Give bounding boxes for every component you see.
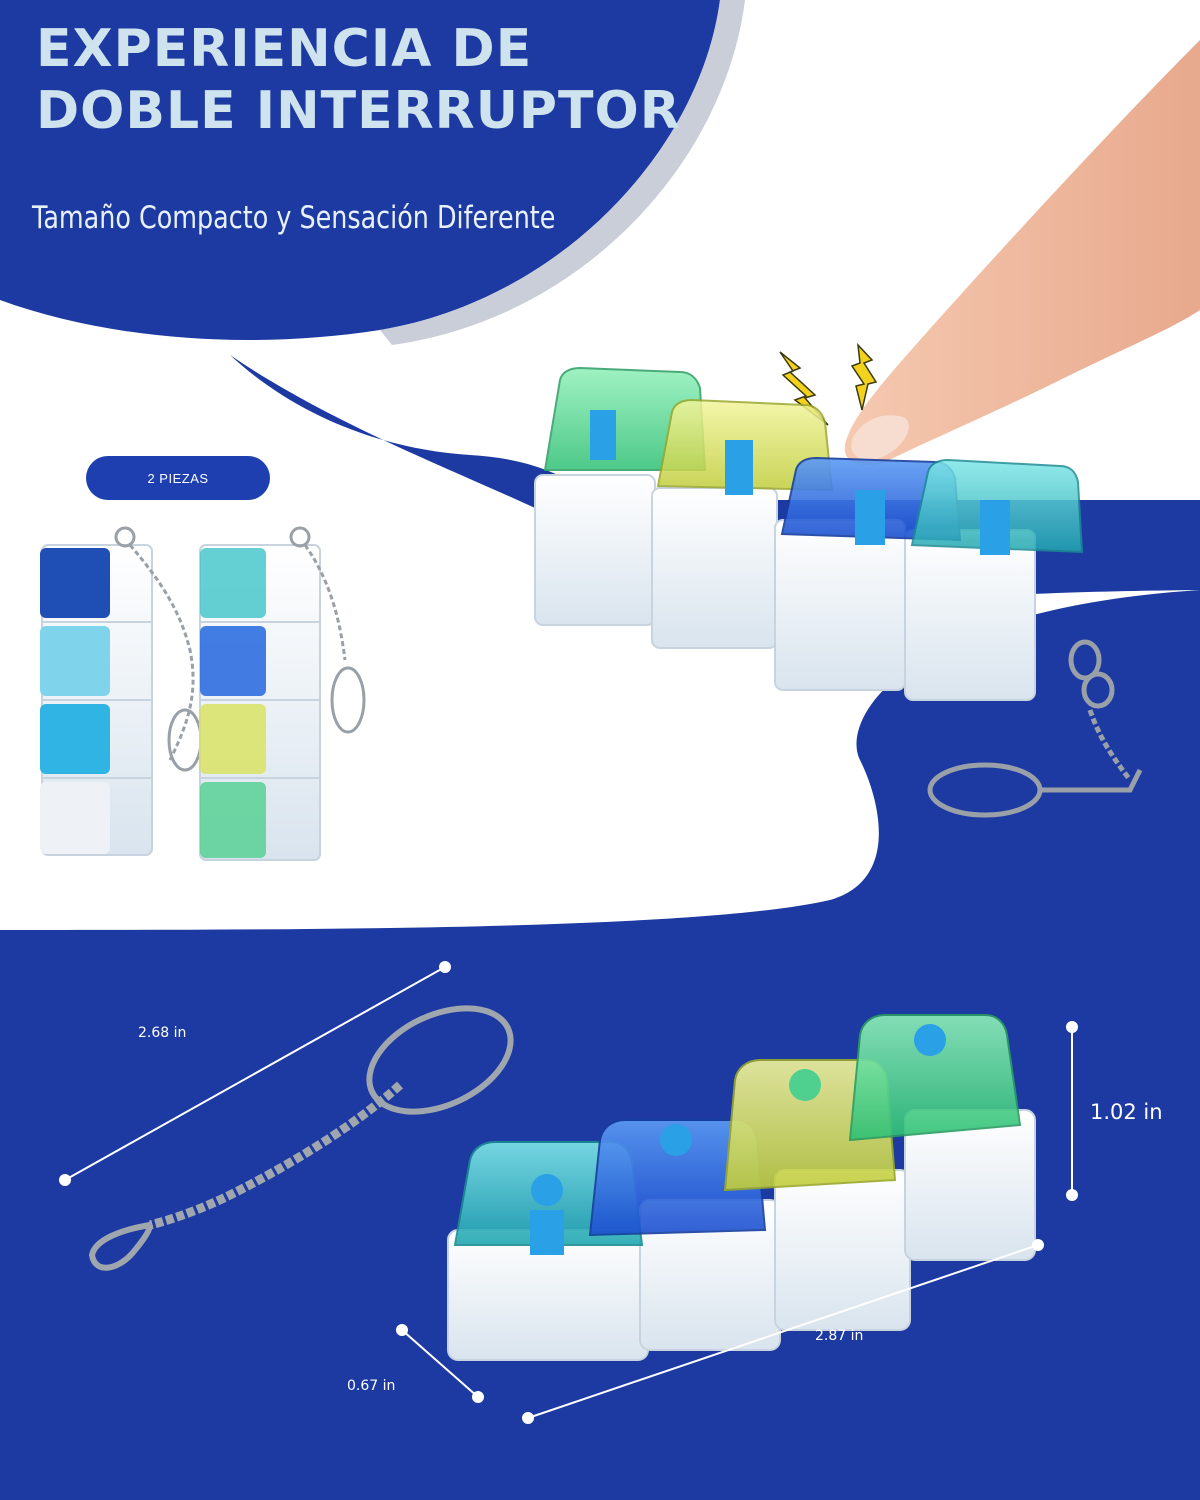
pieces-badge: 2 PIEZAS: [86, 456, 270, 500]
keychain-ring-icon: [88, 1005, 514, 1271]
finger-press-icon: [844, 40, 1200, 466]
product-keychain-left-2: [199, 526, 366, 861]
dimension-width: 2.87 in: [815, 1328, 864, 1344]
title-line-2: DOBLE INTERRUPTOR: [36, 81, 681, 141]
page-title: EXPERIENCIA DE DOBLE INTERRUPTOR: [36, 18, 681, 142]
lightning-bolt-icon: [850, 342, 878, 411]
dimension-line-icon: [59, 961, 1078, 1424]
title-line-1: EXPERIENCIA DE: [36, 19, 533, 79]
subtitle: Tamaño Compacto y Sensación Diferente: [32, 200, 556, 236]
lightning-bolt-icon: [779, 351, 829, 426]
top-blue-panel: [0, 0, 720, 340]
product-bottom-device: [88, 1005, 1036, 1361]
product-top-device: [534, 366, 1143, 818]
dimension-height: 1.02 in: [1090, 1100, 1163, 1124]
keychain-ring-icon: [927, 639, 1143, 818]
dimension-depth: 0.67 in: [347, 1378, 396, 1394]
product-keychain-left-1: [40, 526, 203, 856]
dimension-chain-length: 2.68 in: [138, 1025, 187, 1041]
